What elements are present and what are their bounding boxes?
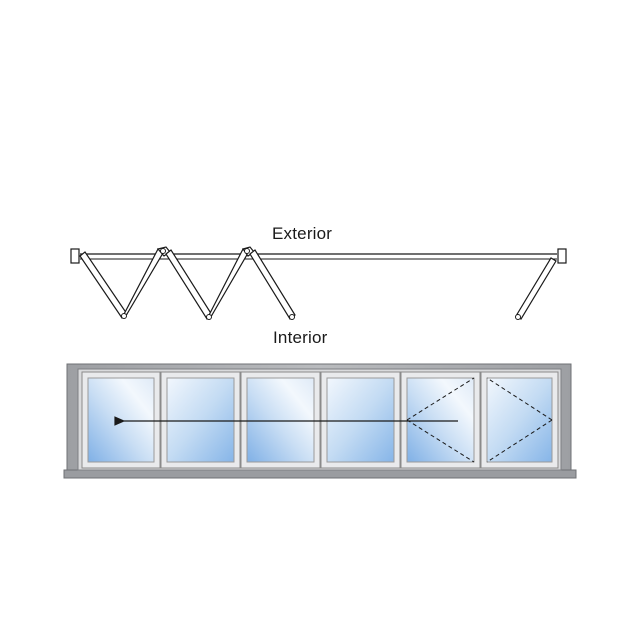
swing-indicator — [406, 377, 553, 463]
interior-label: Interior — [273, 328, 328, 347]
door-panel-6 — [480, 371, 559, 469]
right-jamb — [557, 248, 567, 264]
left-jamb — [70, 248, 80, 264]
door-panel-1 — [81, 371, 161, 469]
door-panel-4 — [320, 371, 401, 469]
exterior-label: Exterior — [272, 224, 333, 243]
panels — [81, 371, 559, 469]
elevation-view — [63, 363, 577, 479]
folded-panels — [79, 246, 557, 320]
sill — [63, 469, 577, 479]
door-panel-2 — [160, 371, 241, 469]
door-panel-5 — [400, 371, 481, 469]
door-panel-3 — [240, 371, 321, 469]
plan-view — [70, 246, 567, 320]
